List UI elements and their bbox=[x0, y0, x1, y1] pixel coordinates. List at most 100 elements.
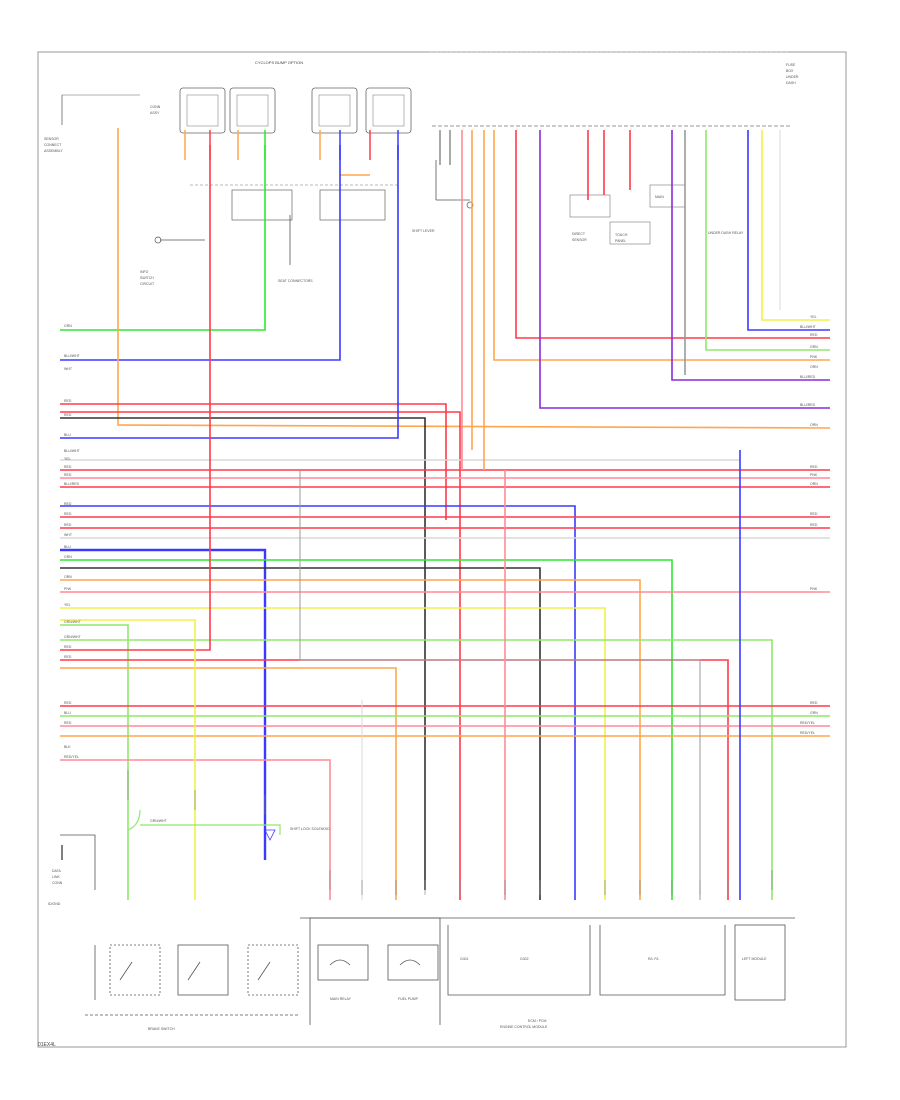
svg-text:CONN: CONN bbox=[52, 881, 63, 885]
svg-text:SWITCH: SWITCH bbox=[140, 276, 154, 280]
svg-text:PNK: PNK bbox=[64, 587, 72, 591]
vertical-wires-top bbox=[184, 130, 399, 176]
svg-text:YEL: YEL bbox=[810, 315, 817, 319]
seat-connectors: CONN ASSY bbox=[150, 87, 412, 134]
switch-block: SEAT CONNECTORS INFO SWITCH CIRCUIT bbox=[140, 184, 400, 286]
svg-text:ORN: ORN bbox=[810, 423, 818, 427]
svg-text:RED: RED bbox=[64, 701, 72, 705]
svg-text:FUSE: FUSE bbox=[786, 63, 796, 67]
ecm-label: ECM / PCM bbox=[528, 1019, 547, 1023]
rl-fl-label: R/L F/L bbox=[648, 957, 659, 961]
svg-text:BLU: BLU bbox=[64, 433, 71, 437]
svg-text:CIRCUIT: CIRCUIT bbox=[140, 282, 155, 286]
svg-text:WHT: WHT bbox=[64, 533, 73, 537]
ecm-module bbox=[300, 917, 795, 1001]
svg-text:PNK: PNK bbox=[810, 355, 818, 359]
svg-text:RED: RED bbox=[64, 512, 72, 516]
svg-text:YEL: YEL bbox=[64, 603, 71, 607]
top-right-connector bbox=[430, 51, 790, 127]
bottom-relays bbox=[309, 917, 441, 1025]
svg-text:BLU/WHT: BLU/WHT bbox=[64, 354, 81, 358]
svg-text:MAIN: MAIN bbox=[655, 195, 664, 199]
svg-text:RED: RED bbox=[64, 413, 72, 417]
svg-text:RED: RED bbox=[64, 502, 72, 506]
ecm-sub-label: ENGINE CONTROL MODULE bbox=[500, 1025, 548, 1029]
svg-text:RED: RED bbox=[64, 645, 72, 649]
svg-text:BLU/WHT: BLU/WHT bbox=[800, 325, 817, 329]
svg-text:RED: RED bbox=[64, 399, 72, 403]
shift-lock-label: SHIFT LOCK SOLENOID bbox=[290, 827, 330, 831]
svg-text:RED: RED bbox=[64, 655, 72, 659]
svg-text:BLU/RED: BLU/RED bbox=[800, 403, 816, 407]
ground-b-label: G402 bbox=[520, 957, 529, 961]
right-wire-labels: YEL BLU/WHT GRN RED PNK ORN BLU/RED BLU/… bbox=[800, 315, 818, 735]
svg-text:PANEL: PANEL bbox=[615, 239, 626, 243]
under-dash-relay-label: UNDER DASH RELAY bbox=[708, 231, 744, 235]
svg-text:SENSOR: SENSOR bbox=[572, 238, 587, 242]
svg-text:LINK: LINK bbox=[52, 875, 60, 879]
seat-connectors-label: SEAT CONNECTORS bbox=[278, 279, 313, 283]
svg-text:RED: RED bbox=[64, 473, 72, 477]
svg-text:RED: RED bbox=[810, 512, 818, 516]
svg-text:ORN: ORN bbox=[810, 482, 818, 486]
svg-text:RED: RED bbox=[64, 523, 72, 527]
svg-text:BLU/WHT: BLU/WHT bbox=[64, 449, 81, 453]
svg-text:BOX: BOX bbox=[786, 69, 794, 73]
svg-text:WHT: WHT bbox=[64, 367, 73, 371]
svg-text:RED: RED bbox=[810, 333, 818, 337]
svg-text:RED/YEL: RED/YEL bbox=[800, 721, 815, 725]
svg-text:GRN: GRN bbox=[64, 555, 72, 559]
svg-text:RED/YEL: RED/YEL bbox=[800, 731, 815, 735]
svg-text:GRN/WHT: GRN/WHT bbox=[64, 620, 82, 624]
svg-text:CONNECT: CONNECT bbox=[44, 143, 62, 147]
svg-text:TOUCH: TOUCH bbox=[615, 233, 628, 237]
left-module-label: LEFT MODULE bbox=[742, 957, 767, 961]
left-sensor: SENSOR CONNECT ASSEMBLY bbox=[44, 94, 140, 153]
svg-text:SENSOR: SENSOR bbox=[44, 137, 59, 141]
top-title: CYCLOPS BUMP OPTION bbox=[255, 60, 303, 65]
svg-text:UNDER: UNDER bbox=[786, 75, 799, 79]
connector-pins bbox=[127, 770, 773, 895]
svg-text:GRN: GRN bbox=[810, 345, 818, 349]
brake-switch-label: BRAKE SWITCH bbox=[148, 1027, 175, 1031]
svg-text:GRN/WHT: GRN/WHT bbox=[150, 819, 168, 823]
svg-text:BLU/RED: BLU/RED bbox=[64, 482, 80, 486]
box-b-label: FUEL PUMP bbox=[398, 997, 419, 1001]
svg-text:BLK: BLK bbox=[64, 745, 71, 749]
box-a-label: MAIN RELAY bbox=[330, 997, 352, 1001]
svg-text:RED/YEL: RED/YEL bbox=[64, 755, 79, 759]
svg-text:RED: RED bbox=[810, 701, 818, 705]
under-dash-relay: DIRECT SENSOR TOUCH PANEL MAIN UNDER DAS… bbox=[569, 184, 744, 245]
svg-text:ORN: ORN bbox=[64, 575, 72, 579]
svg-text:RED: RED bbox=[810, 523, 818, 527]
svg-text:ASSEMBLY: ASSEMBLY bbox=[44, 149, 63, 153]
svg-text:GRN: GRN bbox=[810, 711, 818, 715]
left-ground: DATA LINK CONN ID/GND bbox=[48, 834, 96, 906]
svg-text:DASH: DASH bbox=[786, 81, 796, 85]
svg-text:ID/GND: ID/GND bbox=[48, 902, 61, 906]
svg-text:PNK: PNK bbox=[810, 473, 818, 477]
right-top-label: FUSE BOX UNDER DASH bbox=[786, 63, 799, 85]
svg-text:RED: RED bbox=[64, 721, 72, 725]
svg-text:ASSY: ASSY bbox=[150, 111, 160, 115]
footer-code: 01EX4L bbox=[38, 1042, 56, 1048]
main-wiring bbox=[60, 128, 831, 900]
svg-text:GRN: GRN bbox=[64, 324, 72, 328]
shift-lever: SHIFT LEVER bbox=[412, 160, 474, 233]
svg-text:YEL: YEL bbox=[64, 457, 71, 461]
svg-text:BLU: BLU bbox=[64, 545, 71, 549]
svg-text:ORN: ORN bbox=[810, 365, 818, 369]
svg-text:DIRECT: DIRECT bbox=[572, 232, 586, 236]
shift-lever-label: SHIFT LEVER bbox=[412, 229, 435, 233]
svg-text:DATA: DATA bbox=[52, 869, 61, 873]
svg-text:BLU/RED: BLU/RED bbox=[800, 375, 816, 379]
svg-text:PNK: PNK bbox=[810, 587, 818, 591]
ground-a-label: G401 bbox=[460, 957, 469, 961]
bottom-switches bbox=[85, 944, 300, 1016]
svg-text:BLU: BLU bbox=[64, 711, 71, 715]
svg-text:GRN/WHT: GRN/WHT bbox=[64, 635, 82, 639]
svg-text:INFO: INFO bbox=[140, 270, 149, 274]
shift-lock-branch: GRN/WHT SHIFT LOCK SOLENOID bbox=[127, 809, 330, 841]
svg-text:RED: RED bbox=[64, 465, 72, 469]
